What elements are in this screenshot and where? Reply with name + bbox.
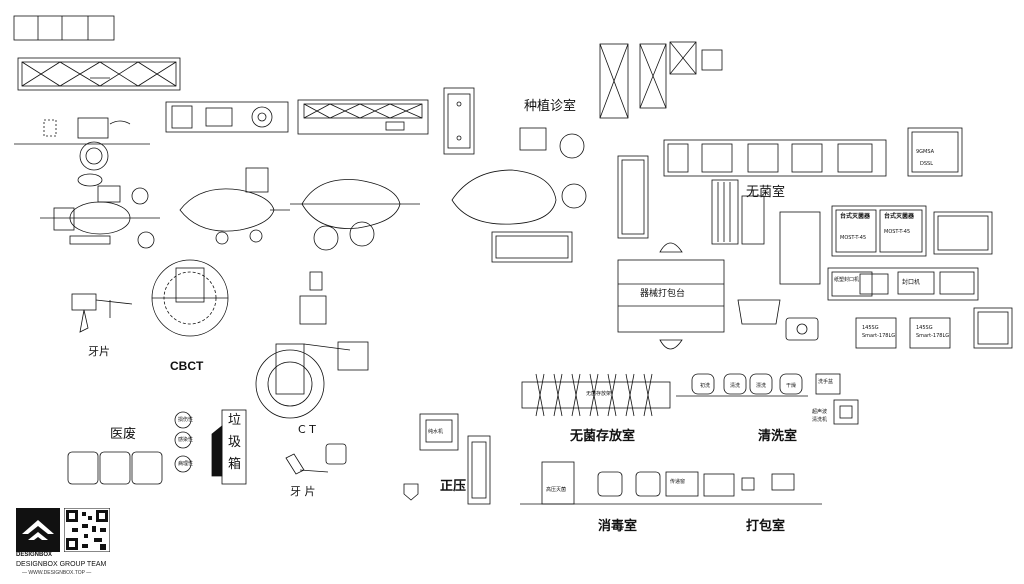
- label-water-machine: 纯水机: [428, 429, 444, 435]
- label-cleaning-room: 清洗室: [758, 429, 798, 444]
- dental-chair-1: [14, 117, 150, 187]
- desktop-sterilizers: [831, 205, 993, 257]
- label-washer-1: 145SG: [862, 325, 879, 331]
- label-sterilizer-box: 高压灭菌: [546, 487, 567, 493]
- label-cleaner: 清洗机: [812, 417, 828, 423]
- label-clean: 清洗: [730, 383, 741, 389]
- label-wash: 初洗: [700, 383, 711, 389]
- cbct-unit: [151, 259, 229, 337]
- designbox-logo: DESIGNBOX DESIGNBOX GROUP TEAM — WWW.DES…: [14, 506, 114, 578]
- label-cabinet-text: 9GMSA: [916, 149, 935, 155]
- label-waste-1: 损伤性: [178, 417, 194, 423]
- label-sterile-room: 无菌室: [746, 185, 786, 200]
- disinfection-room-equipment: [520, 461, 822, 505]
- wall-cabinet-2: [297, 99, 429, 135]
- dental-chair-3: [179, 167, 290, 245]
- label-sterilizer-2: 台式灭菌器: [884, 213, 915, 220]
- logo-brand: DESIGNBOX: [16, 552, 53, 558]
- label-storage-rack: 无菌存放架: [586, 391, 612, 397]
- cabinet-sink: [165, 101, 289, 133]
- label-dry: 干燥: [786, 383, 797, 389]
- sterile-room-counter: [663, 127, 963, 177]
- label-model-1: MOST-T-45: [840, 235, 867, 241]
- sterile-tall-cabinet: [617, 155, 649, 239]
- label-packing-room: 打包室: [746, 519, 786, 534]
- label-garbage-2: 圾: [228, 435, 242, 450]
- sterile-top-cabinets: [599, 41, 723, 119]
- label-pass-box: 传递窗: [670, 479, 686, 485]
- qr-code-icon: [64, 508, 110, 552]
- sealing-machines: [827, 267, 979, 301]
- label-implant-room: 种植诊室: [524, 99, 577, 114]
- label-positive-pressure: 正压: [440, 479, 467, 494]
- title-block-boxes: [13, 15, 115, 41]
- label-washer-2: 145SG: [916, 325, 933, 331]
- implant-cabinet: [443, 87, 475, 155]
- label-cabinet-text2: DSSL: [920, 161, 933, 167]
- label-disinfection-room: 消毒室: [598, 519, 638, 534]
- label-garbage-1: 垃: [228, 413, 242, 428]
- label-seal-machine-2: 纸塑封口机: [834, 277, 860, 283]
- label-ultrasonic: 超声波: [812, 409, 828, 415]
- label-sealing-machine: 封口机: [902, 279, 921, 286]
- label-sterile-storage: 无菌存放室: [570, 429, 636, 444]
- label-rinse: 漂洗: [756, 383, 767, 389]
- drying-racks: [711, 179, 821, 285]
- label-washer-model-1: Smart-178LG: [862, 333, 896, 339]
- label-xray-1: 牙片: [88, 345, 110, 358]
- label-garbage-3: 箱: [228, 457, 242, 472]
- positive-pressure-equipment: [403, 413, 491, 505]
- washers: [737, 299, 1013, 349]
- designbox-mark-icon: [16, 508, 60, 552]
- label-waste-3: 病理性: [178, 461, 194, 467]
- xray-unit-2: [285, 443, 347, 475]
- dental-chair-2: [40, 185, 160, 249]
- garbage-bin: [211, 409, 247, 485]
- label-cbct: CBCT: [170, 359, 204, 373]
- label-medical-waste: 医废: [110, 427, 137, 442]
- xray-unit-1: [71, 293, 133, 333]
- instrument-packing-table: [617, 242, 725, 350]
- label-sterilizer-1: 台式灭菌器: [840, 213, 871, 220]
- label-waste-2: 感染性: [178, 437, 194, 443]
- wall-cabinet-1: [17, 57, 181, 91]
- implant-dental-chair: [451, 127, 587, 263]
- logo-team: DESIGNBOX GROUP TEAM: [16, 561, 107, 568]
- label-hand-wash: 洗手盆: [818, 379, 834, 385]
- label-xray-2: 牙 片: [290, 485, 316, 498]
- logo-url: — WWW.DESIGNBOX.TOP —: [22, 570, 92, 576]
- dental-chair-4: [290, 179, 420, 251]
- ct-unit: [255, 271, 369, 419]
- label-instrument-packing-table: 器械打包台: [640, 289, 686, 299]
- sterile-storage-rack: [521, 373, 671, 417]
- medical-waste-bins: [67, 411, 192, 485]
- label-washer-model-2: Smart-178LG: [916, 333, 950, 339]
- label-ct: C T: [298, 423, 316, 436]
- cleaning-room-sinks: [676, 373, 859, 425]
- label-model-2: MOST-T-45: [884, 229, 911, 235]
